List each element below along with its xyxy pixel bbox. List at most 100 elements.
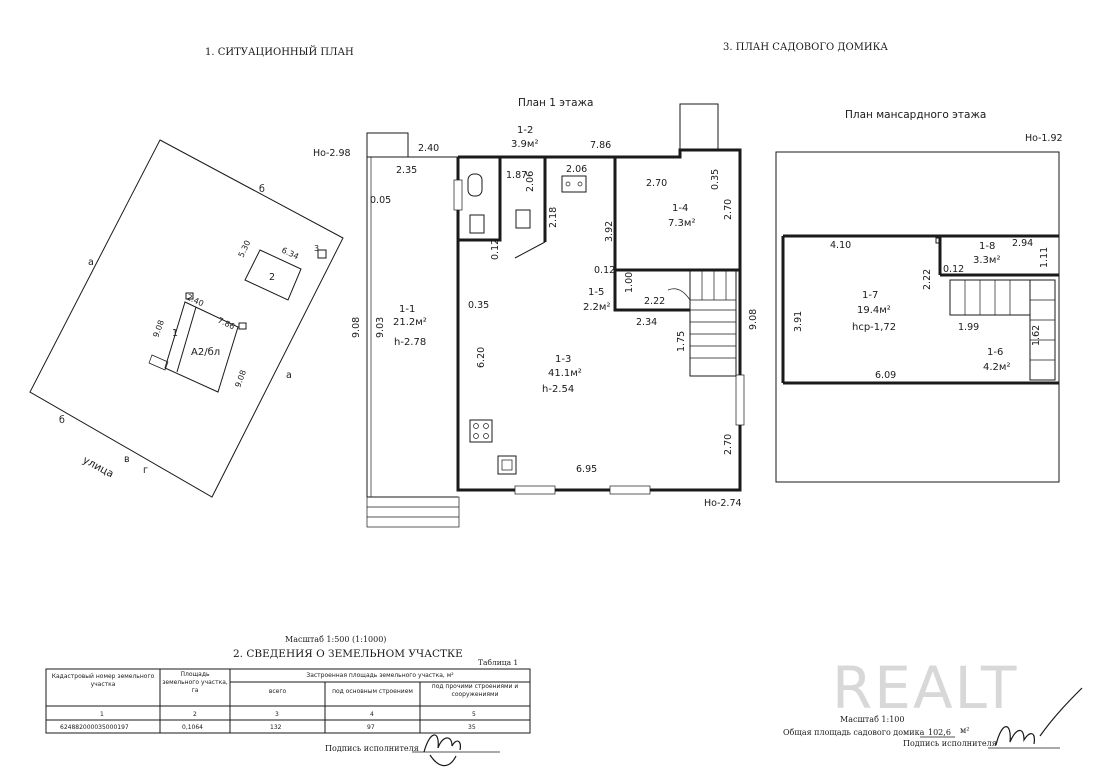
main-house-chimney-a [185, 292, 194, 300]
attic-room-1-7: 1-7 19.4м² hср-1,72 [852, 290, 896, 333]
room-id: 1-5 [588, 287, 604, 298]
total-area-unit: м² [960, 726, 969, 735]
room-area: 41.1м² [548, 368, 582, 379]
signature-right-scribble [995, 687, 1083, 746]
window-bottom-2-frame [609, 485, 651, 495]
dim: 2.40 [418, 143, 439, 154]
room13-upper-left-wall [514, 241, 546, 259]
bathroom-wall [458, 157, 502, 242]
cooktop-burner-1 [473, 423, 479, 429]
room-id: 1-8 [979, 241, 995, 252]
shower-icon [515, 209, 531, 229]
room-id: 1-1 [399, 304, 415, 315]
marker-3-number: 3 [314, 244, 319, 253]
situation-plan-title: 1. СИТУАЦИОННЫЙ ПЛАН [205, 46, 354, 58]
table-label: Таблица 1 [478, 658, 518, 667]
sink-icon [469, 214, 485, 234]
room-area: 7.3м² [668, 218, 695, 229]
house-dim-908-left: 9.08 [151, 319, 166, 339]
house-dim-240: 2.40 [185, 293, 205, 309]
room-height: h-2.54 [542, 384, 574, 395]
watermark-logo: REALT [832, 654, 1018, 722]
dim: 9.03 [375, 317, 386, 338]
floor1-chimney [679, 103, 719, 151]
dim: 1.62 [1031, 325, 1042, 346]
dim: 0.12 [594, 265, 615, 276]
cooktop-burner-3 [473, 433, 479, 439]
dim: 2.22 [644, 296, 665, 307]
room-1-5: 1-5 2.2м² [583, 287, 610, 313]
room-1-2: 1-2 3.9м² [511, 125, 538, 150]
floor1-outer-wall [456, 148, 742, 492]
window-bottom-2 [610, 486, 650, 494]
cell-cadastral-number: 624882000035000197 [60, 724, 129, 731]
room-id: 1-6 [987, 347, 1003, 358]
scale-top: Масштаб 1:500 (1:1000) [285, 635, 386, 644]
room-1-3: 1-3 41.1м² h-2.54 [542, 354, 582, 395]
attic-room-1-8: 1-8 3.3м² [973, 241, 1000, 266]
main-house-steps [148, 354, 169, 371]
house-plan-title: 3. ПЛАН САДОВОГО ДОМИКА [723, 42, 888, 53]
attic-mark-no: Но-1.92 [1025, 133, 1063, 144]
dim: 0.35 [468, 300, 489, 311]
room-area: 21.2м² [393, 317, 427, 328]
dim: 0.12 [943, 264, 964, 275]
header-main-building: под основным строением [332, 688, 413, 695]
cooktop-burner-2 [483, 423, 489, 429]
dim: 3.91 [793, 311, 804, 332]
attic-staircase [949, 279, 1031, 316]
outbuilding-2-dim-b: 6.34 [280, 246, 300, 262]
land-info-title: 2. СВЕДЕНИЯ О ЗЕМЕЛЬНОМ УЧАСТКЕ [233, 648, 463, 660]
veranda-steps [366, 496, 460, 528]
room-area: 2.2м² [583, 302, 610, 313]
dim: 2.35 [396, 165, 417, 176]
dim: 6.09 [875, 370, 896, 381]
stair-arrow [667, 288, 691, 301]
main-house-partition [176, 306, 197, 373]
main-house-part-number: 1 [172, 328, 178, 339]
col-number: 3 [275, 711, 279, 718]
window-right-1-frame [735, 374, 745, 426]
window-right-1 [736, 375, 744, 425]
room-id: 1-4 [672, 203, 688, 214]
dim: 2.34 [636, 317, 657, 328]
dim: 2.70 [723, 199, 734, 220]
scale-bottom: Масштаб 1:100 [840, 715, 905, 724]
dim: 0.35 [710, 169, 721, 190]
room-area: 3.9м² [511, 139, 538, 150]
cooktop-icon [469, 419, 493, 443]
attic-staircase-2 [1029, 279, 1056, 381]
dim: 2.94 [1012, 238, 1033, 249]
room-id: 1-2 [517, 125, 533, 136]
dim: 1.87 [506, 170, 527, 181]
cell-total: 132 [270, 724, 282, 731]
window-left-1-frame [453, 179, 463, 211]
land-plot-boundary [29, 139, 344, 498]
main-house-outline [164, 301, 239, 393]
dim: 7.86 [590, 140, 611, 151]
dim: 2.06 [525, 171, 536, 192]
dim: 1.99 [958, 322, 979, 333]
dim: 2.06 [566, 164, 587, 175]
dim: 4.10 [830, 240, 851, 251]
stove-burner-a [565, 181, 571, 187]
attic-room-1-6: 1-6 4.2м² [983, 347, 1010, 373]
signature-left-label: Подпись исполнителя [325, 744, 419, 753]
room-area: 4.2м² [983, 362, 1010, 373]
street-letter-g: г [143, 465, 148, 476]
dim: 2.22 [922, 269, 933, 290]
cooktop-burner-4 [483, 433, 489, 439]
cell-other-buildings: 35 [468, 724, 476, 731]
attic-roof-outline [775, 151, 1060, 483]
window-bottom-1 [515, 486, 555, 494]
room-height: hср-1,72 [852, 322, 896, 333]
outbuilding-2 [244, 249, 302, 301]
corner-label-b-top: б [259, 184, 265, 195]
room-1-4: 1-4 7.3м² [668, 203, 695, 229]
floor1-plan: План 1 этажа [313, 97, 759, 528]
dim: 0.05 [370, 195, 391, 206]
stair-frame [689, 269, 737, 377]
room-id: 1-3 [555, 354, 571, 365]
header-total: всего [269, 688, 286, 695]
